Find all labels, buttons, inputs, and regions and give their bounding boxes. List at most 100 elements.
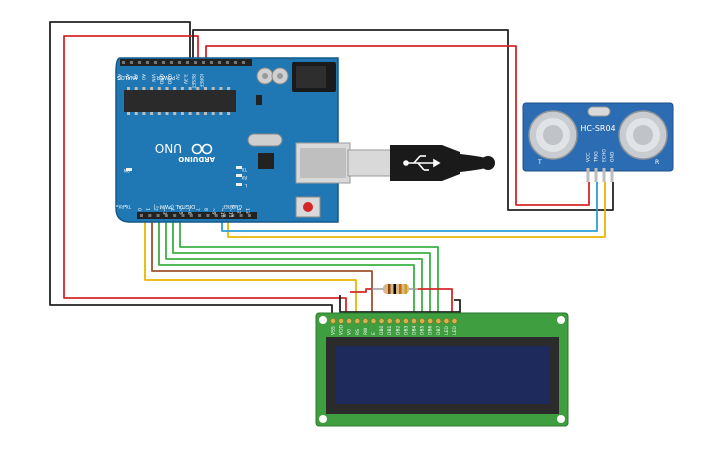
sensor-pin xyxy=(594,168,598,182)
sensor-crystal xyxy=(587,106,611,117)
lcd-pin xyxy=(370,318,377,324)
analog-pin-label: A2 xyxy=(124,74,130,80)
tx-pin-label: TX▸ xyxy=(124,204,132,209)
analog-pin-label: A0 xyxy=(140,74,146,80)
resistor-band xyxy=(393,284,396,294)
lcd-pin-label: V0 xyxy=(347,329,353,335)
led-on xyxy=(126,168,132,171)
sensor-name-label: HC-SR04 xyxy=(580,124,615,133)
wire xyxy=(418,288,453,318)
resistor-band xyxy=(399,284,402,294)
sensor-transducer-right xyxy=(618,110,668,160)
resistor xyxy=(372,284,418,294)
l-label: L xyxy=(244,183,247,188)
atmega-chip xyxy=(124,90,236,112)
lcd-pin xyxy=(411,318,417,324)
digital-pin-label: 12 xyxy=(236,208,242,214)
lcd-pin-label: DB5 xyxy=(420,325,426,335)
lcd-pin xyxy=(394,318,401,324)
lcd-pin-label: DB4 xyxy=(412,325,418,335)
wire xyxy=(151,219,373,318)
rx-label: RX xyxy=(241,175,247,180)
sensor-pin-label: VCC xyxy=(586,153,592,162)
led-l xyxy=(236,183,242,186)
analog-pin-label: A1 xyxy=(132,74,138,80)
analog-pin-label: A4 xyxy=(108,74,114,80)
wire xyxy=(158,219,415,318)
wire xyxy=(227,182,606,238)
digital-pin-label: 0 xyxy=(136,208,142,211)
wire xyxy=(165,219,423,318)
lcd-pin xyxy=(338,318,344,324)
digital-pin-label: 2 xyxy=(153,208,159,211)
lcd-pin xyxy=(443,318,450,324)
tx-label: TX xyxy=(242,167,248,172)
sensor-pin xyxy=(586,168,590,182)
analog-section-label: ANALOG IN xyxy=(110,74,138,80)
power-pin-label: IOREF xyxy=(198,74,204,88)
digital-pin-label: 4 xyxy=(169,208,175,211)
wire xyxy=(172,219,431,318)
led-tx xyxy=(236,166,242,169)
lcd-pin xyxy=(346,318,353,324)
analog-pin-label: A3 xyxy=(116,74,122,80)
digital-section-label: DIGITAL (PWM~) xyxy=(153,203,195,209)
arduino-uno-board: ARDUINO UNO DIGITAL (PWM~) AREF GND POWE… xyxy=(100,57,351,223)
wire xyxy=(205,45,590,206)
usb-plug-metal xyxy=(347,149,393,177)
lcd-pin xyxy=(402,318,409,324)
sensor-corner-left: T xyxy=(537,159,542,166)
digital-pin-label: ~11 xyxy=(227,208,233,218)
digital-pin-label: ~9 xyxy=(211,208,217,215)
power-section-label: POWER xyxy=(156,74,175,80)
lcd-pin xyxy=(435,318,442,324)
digital-pin-label: ~10 xyxy=(219,208,225,218)
analog-pin-label: A5 xyxy=(100,74,106,80)
on-label: ON xyxy=(124,168,130,173)
lcd-pin-label: VSS xyxy=(331,326,337,335)
header-digital xyxy=(137,212,257,219)
lcd-pin xyxy=(386,318,393,324)
resistor-band xyxy=(388,284,391,294)
usb-cable xyxy=(347,145,495,181)
power-pin-label: 3.3V xyxy=(182,74,188,85)
crystal xyxy=(247,133,283,147)
digital-pin-label: ~6 xyxy=(186,208,192,215)
resistor-band xyxy=(404,284,407,294)
power-pin-label: VIN xyxy=(150,74,156,82)
lcd-screen xyxy=(335,346,550,404)
wire xyxy=(179,219,439,318)
wire xyxy=(63,35,347,318)
wire xyxy=(454,299,461,318)
header-holes xyxy=(122,61,251,217)
lcd-pin xyxy=(362,318,369,324)
wire xyxy=(192,29,614,211)
lcd-pin-label: DB6 xyxy=(428,325,434,335)
sensor-pin-label: TRIG xyxy=(594,151,600,163)
power-pin-label: RESET xyxy=(190,74,196,89)
sensor-transducer-left xyxy=(528,110,578,160)
power-pin-label: GND xyxy=(166,74,172,85)
gnd-label: GND xyxy=(231,203,242,209)
digital-pin-label: 8 xyxy=(202,208,208,211)
lcd-pin-label: LED xyxy=(444,326,450,335)
lcd-pin-label: DB3 xyxy=(403,325,409,335)
lcd-pin-label: DB0 xyxy=(379,325,385,335)
digital-pin-label: ~5 xyxy=(178,208,184,215)
model-label: UNO xyxy=(155,141,182,155)
lcd-pin xyxy=(330,318,336,324)
led-rx xyxy=(236,174,242,177)
lcd-pin xyxy=(419,318,425,324)
sensor-pin xyxy=(602,168,606,182)
usb-icon xyxy=(403,155,441,171)
lcd-pin-label: DB7 xyxy=(436,325,442,335)
lcd-pin xyxy=(378,318,385,324)
lcd-pin xyxy=(451,318,458,324)
digital-pin-label: 1 xyxy=(144,208,150,211)
